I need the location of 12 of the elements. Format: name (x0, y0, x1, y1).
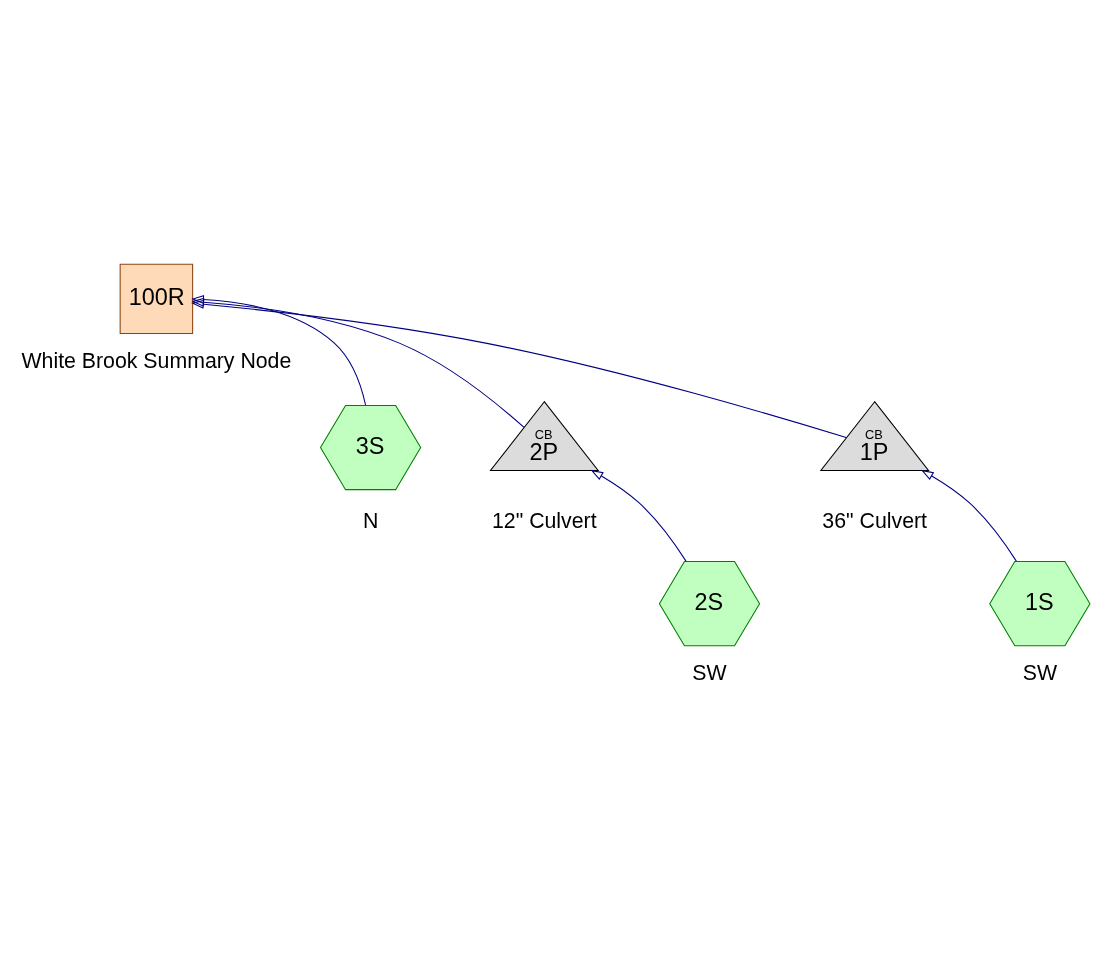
arrow (191, 297, 525, 428)
node-box: 100R (119, 263, 194, 334)
node-label: N (362, 507, 379, 532)
node-label: 36" Culvert (822, 507, 927, 532)
node-label: 12" Culvert (491, 507, 597, 532)
node-label: White Brook Summary Node (21, 348, 292, 373)
arrow (590, 469, 687, 562)
arrow (191, 299, 847, 438)
arrow (191, 294, 367, 406)
node-label: SW (1022, 660, 1058, 685)
node-label: SW (692, 660, 727, 685)
arrow (920, 469, 1017, 562)
